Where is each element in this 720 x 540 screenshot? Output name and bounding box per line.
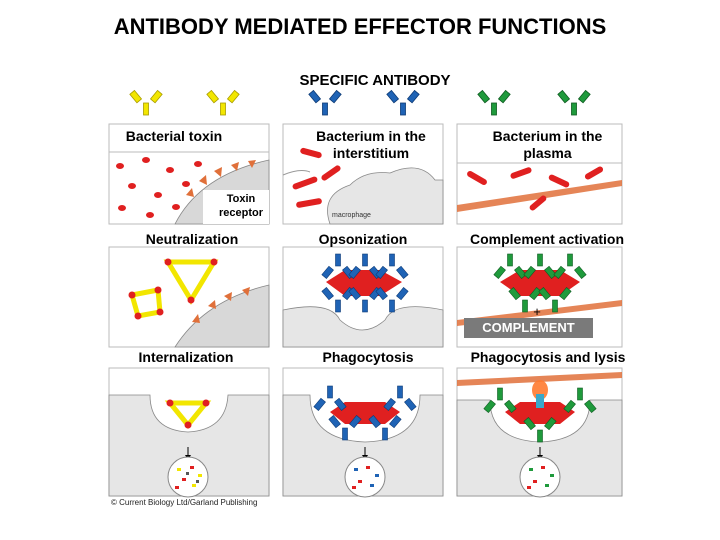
neutralization-panel	[128, 258, 270, 348]
label-phagocytosis-lysis: Phagocytosis and lysis	[470, 349, 626, 365]
label-complement-activation: Complement activation	[469, 231, 625, 247]
phagocytosis-panel	[282, 385, 444, 498]
internalization-panel	[108, 394, 270, 498]
yellow-antibodies	[129, 89, 240, 116]
toxin-panel	[116, 157, 270, 225]
page-title: ANTIBODY MEDIATED EFFECTOR FUNCTIONS	[113, 14, 607, 39]
label-internalization: Internalization	[138, 349, 234, 365]
label-bacterial-toxin: Bacterial toxin	[125, 128, 223, 144]
blue-antibodies	[308, 89, 420, 116]
label-neutralization: Neutralization	[145, 231, 239, 247]
complement-badge: COMPLEMENT	[464, 318, 593, 338]
label-bacterium-interstitium: Bacterium in the interstitium	[316, 128, 426, 161]
label-opsonization: Opsonization	[318, 231, 408, 247]
plus-sign: +	[533, 304, 541, 319]
plasma-panel	[457, 166, 622, 212]
interstitium-panel: macrophage	[282, 147, 444, 225]
green-antibodies	[477, 89, 591, 116]
subtitle: SPECIFIC ANTIBODY	[299, 72, 451, 89]
macrophage-label: macrophage	[332, 212, 371, 219]
credit-line: © Current Biology Ltd/Garland Publishing	[111, 498, 258, 507]
panel-dividers	[109, 151, 622, 164]
label-bacterium-plasma: Bacterium in the plasma	[492, 128, 603, 161]
phagocytosis-lysis-panel	[456, 372, 623, 498]
label-phagocytosis: Phagocytosis	[322, 349, 414, 365]
label-toxin-receptor: Toxin receptor	[218, 193, 264, 219]
opsonization-panel	[282, 253, 444, 348]
